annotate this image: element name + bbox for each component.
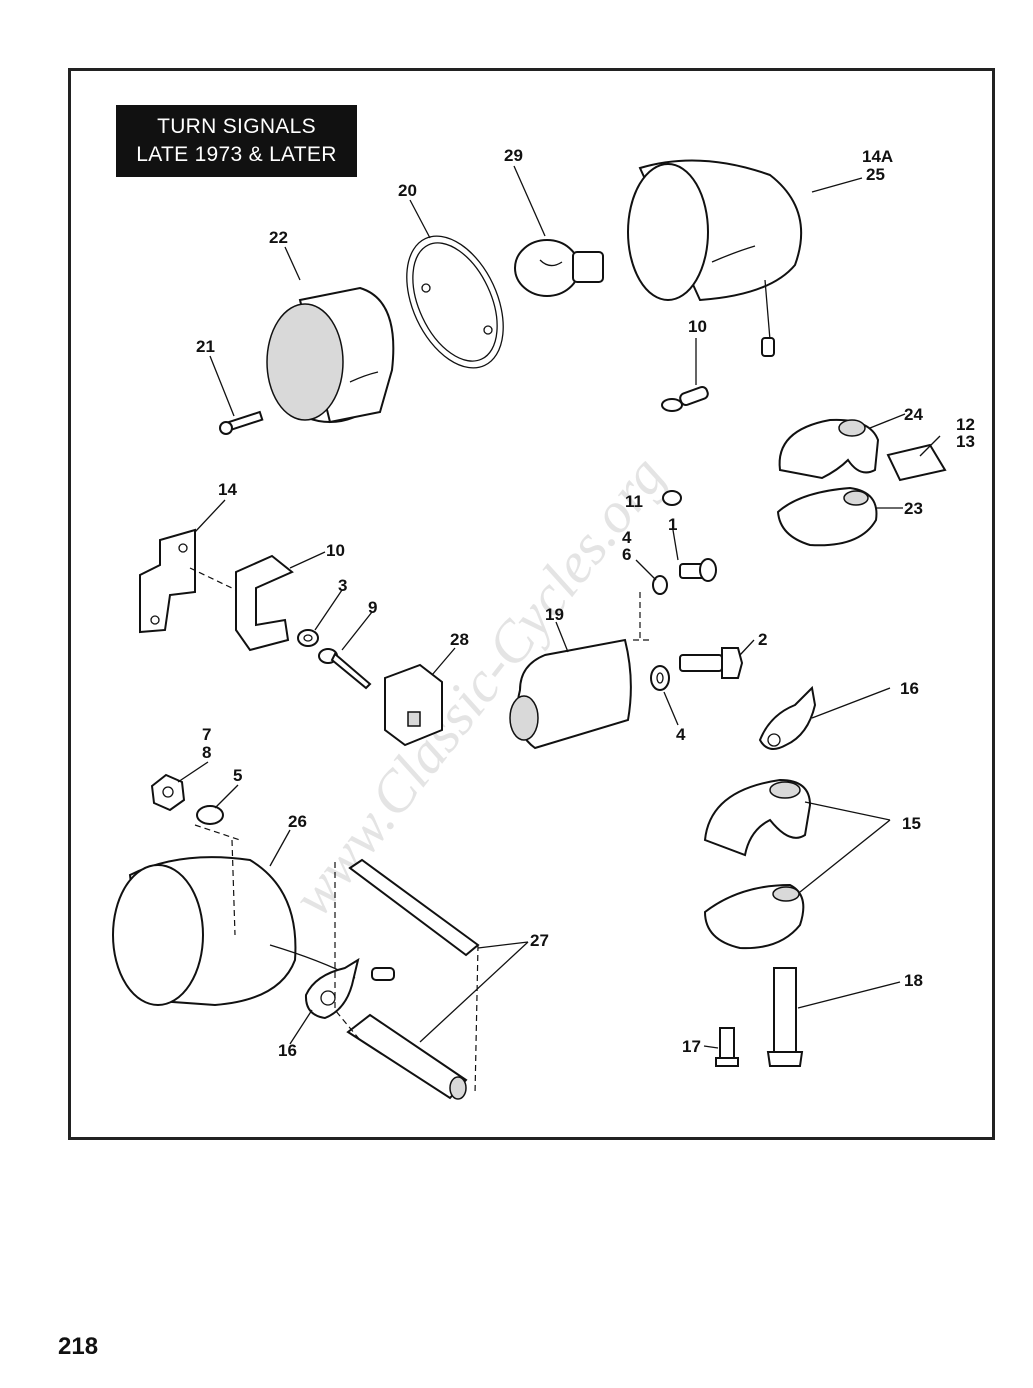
part-18-long-bolt xyxy=(766,967,804,1067)
callout-6: 6 xyxy=(622,545,631,564)
part-24-clamp-upper xyxy=(778,418,880,480)
part-23-clamp-lower xyxy=(776,486,878,547)
callout-10-upper: 10 xyxy=(688,317,707,336)
callout-12: 12 xyxy=(956,415,975,434)
part-4-washer xyxy=(650,665,670,691)
page-number: 218 xyxy=(58,1333,99,1360)
callout-29: 29 xyxy=(504,146,523,165)
part-5-lockwasher xyxy=(196,805,224,825)
title-line-1: TURN SIGNALS xyxy=(157,115,316,138)
callout-22: 22 xyxy=(269,228,288,247)
part-11-nut xyxy=(662,490,682,506)
callout-1: 1 xyxy=(668,515,677,534)
callout-9: 9 xyxy=(368,598,377,617)
callout-8: 8 xyxy=(202,743,211,762)
callout-16-right: 16 xyxy=(900,679,919,698)
part-25-signal-housing xyxy=(627,159,803,357)
callout-7: 7 xyxy=(202,725,211,744)
callout-15: 15 xyxy=(902,814,921,833)
callout-25: 25 xyxy=(866,165,885,184)
part-17-screw xyxy=(715,1027,739,1067)
leader-lines xyxy=(177,165,941,1049)
callout-21: 21 xyxy=(196,337,215,356)
callout-17: 17 xyxy=(682,1037,701,1056)
callout-3: 3 xyxy=(338,576,347,595)
part-27-stud xyxy=(348,858,480,957)
part-15-clamp-lower xyxy=(703,883,805,950)
assembly-guides xyxy=(189,567,652,1096)
title-line-2: LATE 1973 & LATER xyxy=(136,143,337,166)
callout-18: 18 xyxy=(904,971,923,990)
diagram-title: TURN SIGNALS LATE 1973 & LATER xyxy=(116,105,357,177)
part-10-terminal xyxy=(661,385,709,412)
callout-14a: 14A xyxy=(862,147,893,166)
callout-27: 27 xyxy=(530,931,549,950)
part-1-bolt xyxy=(679,558,717,582)
part-7-8-nut xyxy=(150,773,186,812)
part-2-bolt xyxy=(679,647,744,679)
callout-24: 24 xyxy=(904,405,923,424)
part-6-lockwasher xyxy=(652,575,668,595)
part-27-spacer xyxy=(346,1013,468,1100)
callout-23: 23 xyxy=(904,499,923,518)
callout-20: 20 xyxy=(398,181,417,200)
callout-2: 2 xyxy=(758,630,767,649)
callout-4-lower: 4 xyxy=(676,725,686,744)
callout-11: 11 xyxy=(625,492,643,511)
part-20-gasket xyxy=(406,235,504,369)
callout-16-left: 16 xyxy=(278,1041,297,1060)
callout-13: 13 xyxy=(956,432,975,451)
callout-14: 14 xyxy=(218,480,237,499)
callout-5: 5 xyxy=(233,766,242,785)
part-15-clamp-upper xyxy=(703,778,812,857)
part-14-bracket xyxy=(139,528,196,634)
part-9-pin xyxy=(318,648,372,690)
part-12-13-clip xyxy=(886,443,947,482)
callouts: 22 20 29 14A 25 21 10 24 12 13 23 11 4 1… xyxy=(196,146,975,1060)
part-10-u-clip xyxy=(235,554,294,652)
callout-4-upper: 4 xyxy=(622,528,632,547)
part-19-sleeve xyxy=(509,638,632,750)
callout-19: 19 xyxy=(545,605,564,624)
part-3-washer xyxy=(297,629,319,647)
part-28-flasher xyxy=(384,663,443,747)
part-16-bracket-left xyxy=(304,957,360,1020)
part-29-bulb xyxy=(514,239,604,297)
part-21-screw xyxy=(219,410,264,435)
callout-28: 28 xyxy=(450,630,469,649)
part-16-bracket-right xyxy=(758,685,817,750)
callout-26: 26 xyxy=(288,812,307,831)
diagram-frame xyxy=(68,68,995,1140)
callout-10-lower: 10 xyxy=(326,541,345,560)
part-22-lens-housing xyxy=(266,286,395,424)
